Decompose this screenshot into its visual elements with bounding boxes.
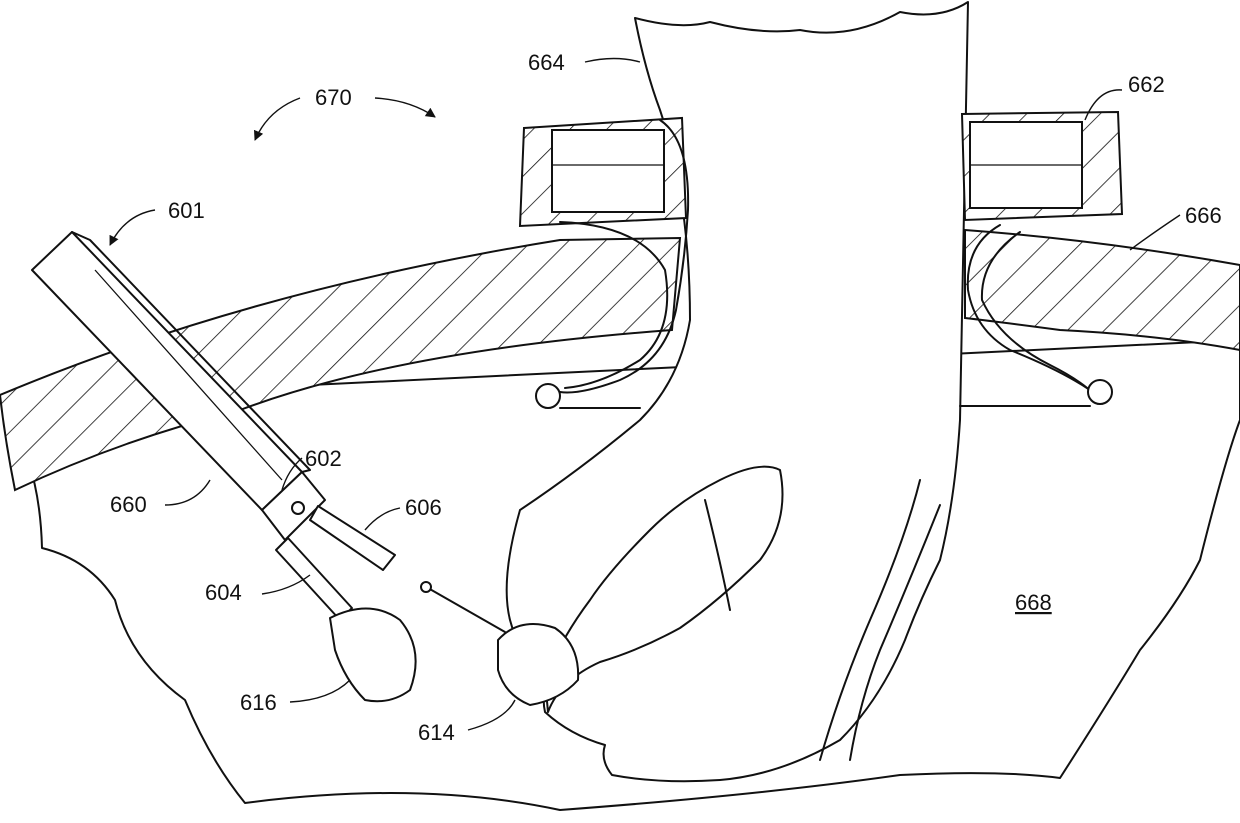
label-666: 666 (1185, 203, 1222, 228)
label-601: 601 (168, 198, 205, 223)
label-662: 662 (1128, 72, 1165, 97)
label-616: 616 (240, 690, 277, 715)
abdominal-wall-right (965, 230, 1240, 350)
label-606: 606 (405, 495, 442, 520)
label-668: 668 (1015, 590, 1052, 615)
label-614: 614 (418, 720, 455, 745)
label-670: 670 (315, 85, 352, 110)
label-660: 660 (110, 492, 147, 517)
label-602: 602 (305, 446, 342, 471)
label-664: 664 (528, 50, 565, 75)
label-604: 604 (205, 580, 242, 605)
